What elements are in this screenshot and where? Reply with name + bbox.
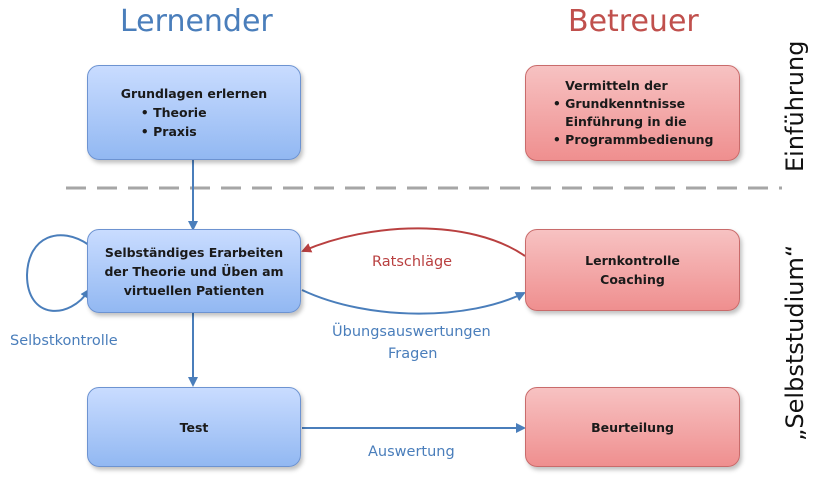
box-grundlagen: Grundlagen erlernen • Theorie • Praxis [87, 65, 301, 160]
label-fragen: Fragen [388, 346, 438, 362]
box-test-label: Test [179, 419, 209, 435]
arrow-uebungen [301, 289, 526, 315]
bullet-item: • Vermitteln der Grundkenntnisse [552, 78, 686, 111]
bullet-item: • Praxis [140, 124, 197, 139]
box-lernkontrolle-line: Lernkontrolle [585, 253, 680, 268]
box-erarbeiten: Selbständiges Erarbeiten der Theorie und… [87, 229, 301, 313]
box-grundlagen-title: Grundlagen erlernen [120, 86, 268, 101]
box-beurteilung: Beurteilung [525, 387, 740, 467]
box-beurteilung-label: Beurteilung [591, 419, 674, 435]
section-label-einfuehrung: Einführung [781, 40, 809, 172]
column-heading-lernender: Lernender [120, 4, 273, 39]
label-auswertung: Auswertung [368, 444, 455, 460]
label-uebungsauswertungen: Übungsauswertungen [332, 324, 491, 340]
box-erarbeiten-line: der Theorie und Üben am [104, 263, 284, 279]
column-heading-betreuer: Betreuer [568, 4, 699, 39]
box-test: Test [87, 387, 301, 467]
arrow-selbstkontrolle-loop [25, 234, 91, 312]
box-vermitteln: • Vermitteln der Grundkenntnisse • Einfü… [525, 65, 740, 161]
section-label-selbststudium: „Selbststudium“ [781, 244, 809, 441]
arrow-ratschlaege [301, 227, 526, 257]
box-lernkontrolle-line: Coaching [600, 272, 665, 287]
box-erarbeiten-line: Selbständiges Erarbeiten [104, 244, 284, 260]
label-ratschlaege: Ratschläge [372, 254, 453, 270]
bullet-item: • Theorie [140, 105, 207, 120]
bullet-item: • Einführung in die Programmbedienung [552, 114, 714, 147]
label-selbstkontrolle: Selbstkontrolle [10, 333, 118, 349]
box-lernkontrolle: Lernkontrolle Coaching [525, 229, 740, 311]
box-erarbeiten-line: virtuellen Patienten [123, 282, 265, 298]
